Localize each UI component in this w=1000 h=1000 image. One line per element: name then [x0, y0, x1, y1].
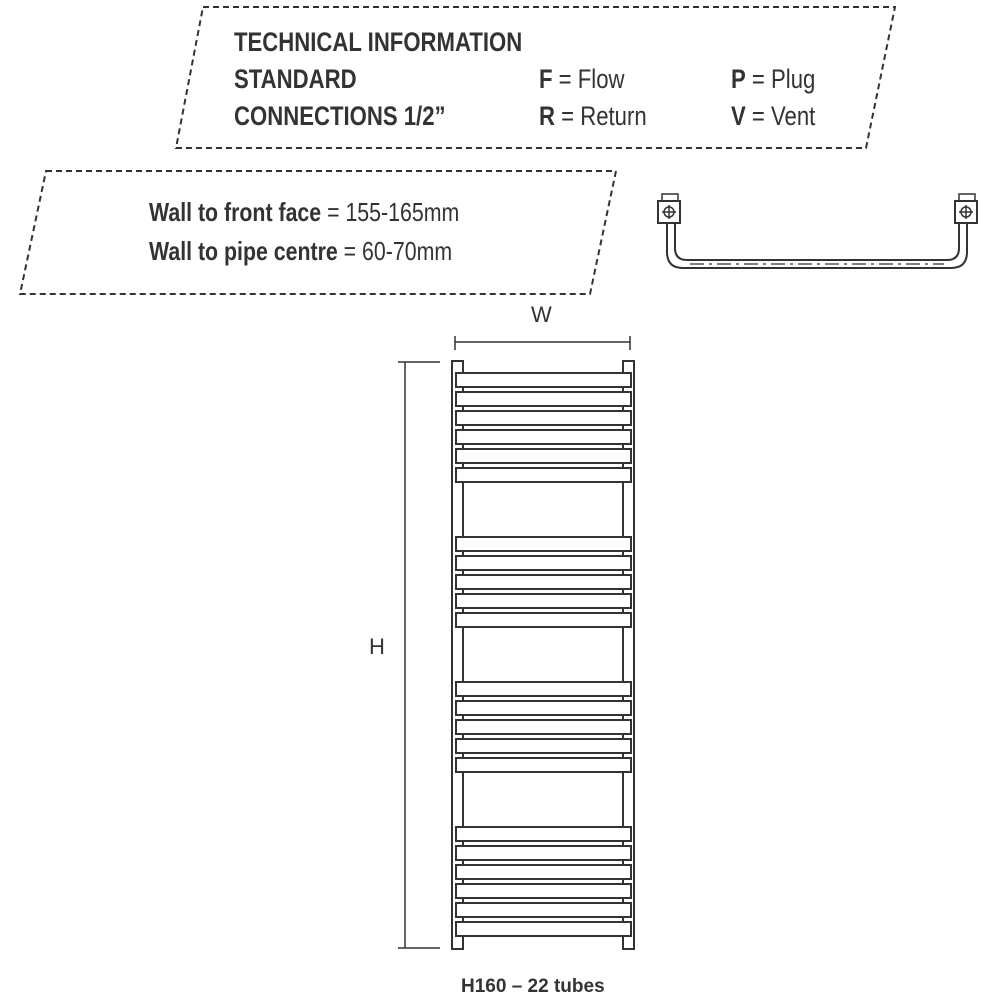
pipe-outer	[666, 222, 968, 269]
pipe-top-view	[657, 193, 978, 269]
legend-flow: F = Flow	[539, 64, 625, 94]
tube	[455, 700, 632, 716]
tube	[455, 883, 632, 899]
height-label: H	[369, 634, 385, 659]
wall-front-face: Wall to front face = 155-165mm	[149, 197, 460, 227]
legend-vent: V = Vent	[731, 101, 816, 131]
model-caption: H160 – 22 tubes	[461, 976, 605, 997]
tube	[455, 864, 632, 880]
legend-key: P	[731, 64, 746, 94]
tube	[455, 555, 632, 571]
width-dimension	[454, 336, 631, 350]
tube	[455, 902, 632, 918]
towel-rail	[451, 360, 635, 950]
tube	[455, 467, 632, 483]
connections-label: CONNECTIONS 1/2”	[234, 101, 446, 131]
tube	[455, 719, 632, 735]
tube	[455, 574, 632, 590]
left-valve-icon	[657, 193, 681, 224]
right-upright	[622, 360, 635, 950]
tube	[455, 612, 632, 628]
tube	[455, 845, 632, 861]
legend-plug: P = Plug	[731, 64, 816, 94]
legend-return: R = Return	[539, 101, 647, 131]
tube	[455, 593, 632, 609]
pipe-inner	[674, 222, 960, 261]
tube	[455, 536, 632, 552]
wall-pipe-centre: Wall to pipe centre = 60-70mm	[149, 236, 453, 266]
tube	[455, 738, 632, 754]
tech-info-box	[174, 6, 897, 149]
legend-key: R	[539, 101, 555, 131]
tube	[455, 826, 632, 842]
tube	[455, 391, 632, 407]
tube	[455, 921, 632, 937]
tube	[455, 757, 632, 773]
height-dimension	[398, 361, 440, 949]
width-label: W	[531, 302, 552, 327]
tube	[455, 681, 632, 697]
tube	[455, 448, 632, 464]
right-valve-icon	[954, 193, 978, 224]
tube	[455, 429, 632, 445]
left-upright	[451, 360, 464, 950]
legend-key: V	[731, 101, 746, 131]
standard-label: STANDARD	[234, 64, 357, 94]
wall-info-box	[18, 170, 618, 295]
legend-key: F	[539, 64, 553, 94]
tech-info-title: TECHNICAL INFORMATION	[234, 27, 523, 57]
tube	[455, 372, 632, 388]
tube	[455, 410, 632, 426]
tube-set	[455, 372, 632, 937]
